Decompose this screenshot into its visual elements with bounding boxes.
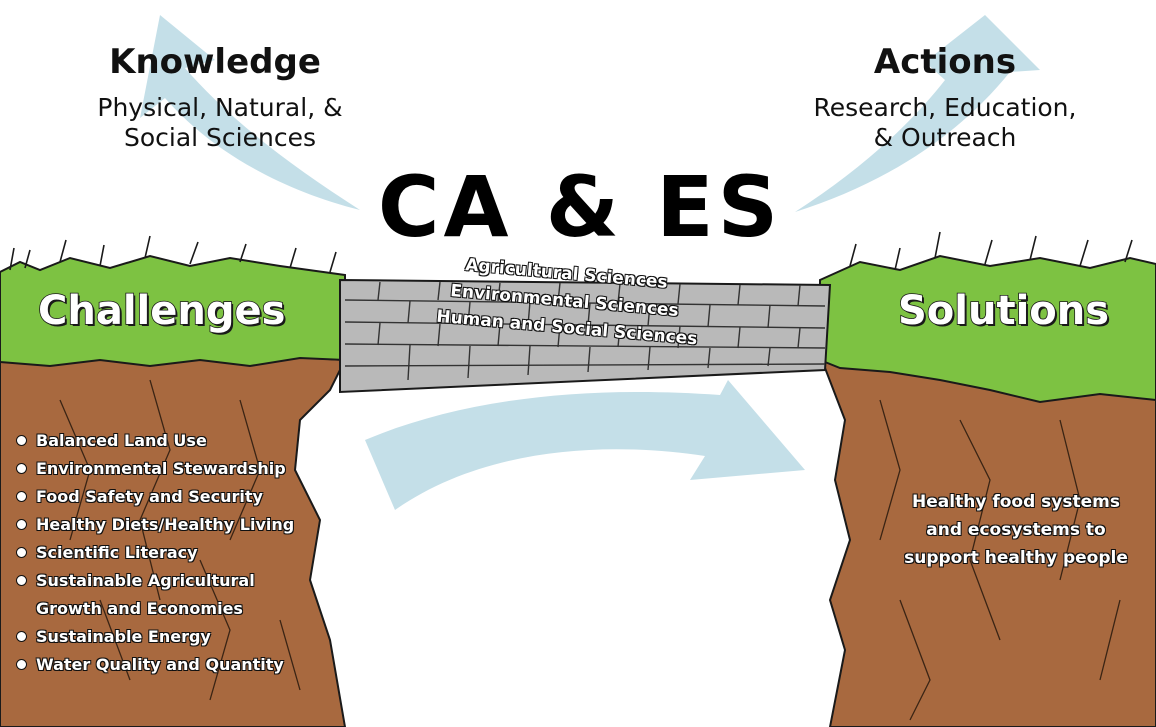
grass-tufts <box>9 231 1133 273</box>
arrow-actions <box>795 15 1040 212</box>
list-item: Balanced Land Use <box>14 427 294 455</box>
list-item: Scientific Literacy <box>14 539 294 567</box>
center-title: CA & ES <box>377 158 783 256</box>
bullet-icon <box>16 491 27 502</box>
list-item: Water Quality and Quantity <box>14 651 294 679</box>
right-cliff-grass <box>819 254 1156 404</box>
solutions-line-3: support healthy people <box>904 548 1128 568</box>
list-item: Food Safety and Security <box>14 483 294 511</box>
knowledge-line-1: Physical, Natural, & <box>97 93 343 122</box>
solutions-title: Solutions <box>897 287 1110 335</box>
knowledge-title: Knowledge <box>109 42 321 82</box>
arrow-knowledge <box>140 15 360 210</box>
bullet-icon <box>16 463 27 474</box>
bullet-icon <box>16 575 27 586</box>
actions-title: Actions <box>873 42 1017 82</box>
cliff-cracks <box>59 379 1121 721</box>
bullet-icon <box>16 435 27 446</box>
list-item: Healthy Diets/Healthy Living <box>14 511 294 539</box>
left-cliff-dirt <box>0 338 347 727</box>
bullet-icon <box>16 659 27 670</box>
list-item: Environmental Stewardship <box>14 455 294 483</box>
solutions-text: Healthy food systems and ecosystems to s… <box>896 488 1136 572</box>
solutions-line-1: Healthy food systems <box>912 492 1120 512</box>
bullet-icon <box>16 519 27 530</box>
knowledge-line-2: Social Sciences <box>123 123 316 152</box>
bullet-icon <box>16 547 27 558</box>
list-item-continuation: Growth and Economies <box>36 599 243 618</box>
arrow-bridge <box>365 380 805 510</box>
actions-line-2: & Outreach <box>873 123 1017 152</box>
challenges-list: Balanced Land Use Environmental Stewards… <box>14 427 294 679</box>
actions-line-1: Research, Education, <box>813 93 1077 122</box>
right-cliff-dirt <box>818 348 1156 727</box>
challenges-title: Challenges <box>37 287 286 335</box>
bullet-icon <box>16 631 27 642</box>
list-item: Sustainable Agricultural <box>14 567 294 595</box>
solutions-line-2: and ecosystems to <box>926 520 1106 540</box>
left-cliff-grass <box>0 254 346 368</box>
bridge-stones <box>344 281 826 381</box>
list-item: Sustainable Energy <box>14 623 294 651</box>
